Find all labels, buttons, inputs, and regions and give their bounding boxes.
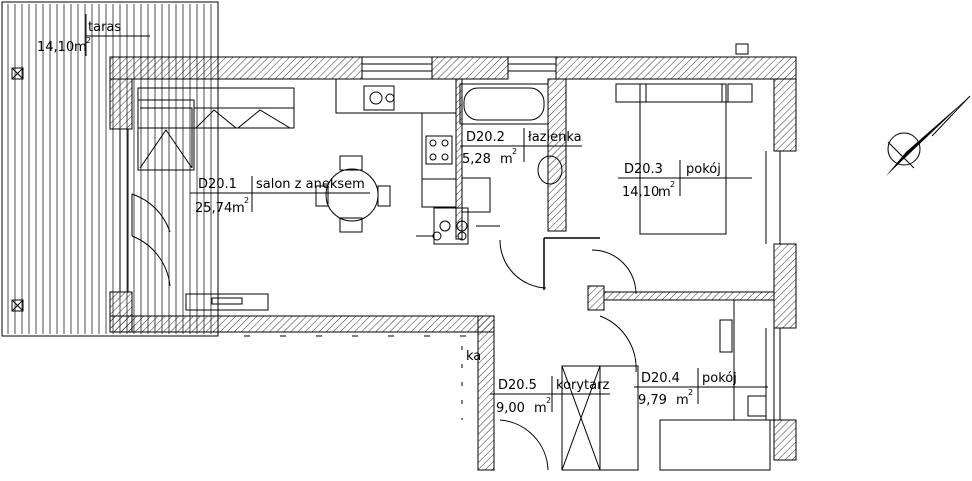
room-name: taras [88, 20, 121, 35]
room-area: 14,10 [37, 40, 74, 55]
room-label-d20-1: D20.1 salon z aneksem 25,74 m 2 [190, 176, 370, 216]
room-area: 5,28 [462, 152, 491, 167]
terrace [1, 1, 219, 337]
room-code: D20.3 [624, 162, 663, 177]
room-code: D20.1 [198, 177, 237, 192]
room-unit-exp: 2 [512, 147, 517, 156]
doors [131, 193, 637, 471]
room-name: salon z aneksem [256, 177, 365, 192]
room-code: D20.2 [466, 130, 505, 145]
north-arrow-icon [886, 95, 971, 176]
room-unit-exp: 2 [688, 388, 693, 397]
windows [119, 63, 781, 420]
room-unit-exp: 2 [670, 180, 675, 189]
room-area: 25,74 [195, 201, 232, 216]
room-name: korytarz [556, 378, 609, 393]
room-label-d20-4: D20.4 pokój 9,79 m 2 [634, 368, 768, 408]
room-code: D20.4 [641, 371, 680, 386]
room-unit-exp: 2 [244, 196, 249, 205]
terrace-decking [7, 4, 212, 334]
room-unit: m [676, 393, 689, 408]
room-unit-exp: 2 [86, 36, 91, 45]
room-label-d20-2: D20.2 łazienka 5,28 m 2 [460, 128, 582, 167]
room-code: D20.5 [498, 378, 537, 393]
room-area: 14,10 [622, 185, 659, 200]
room-area: 9,00 [496, 401, 525, 416]
walls [109, 43, 797, 471]
room-unit: m [658, 185, 671, 200]
room-name: pokój [686, 162, 721, 177]
room-label-taras: taras 14,10 m 2 [37, 20, 121, 55]
room-unit: m [534, 401, 547, 416]
furniture [100, 78, 775, 471]
room-unit: m [74, 40, 87, 55]
room-unit: m [232, 201, 245, 216]
room-label-d20-3: D20.3 pokój 14,10 m 2 [618, 160, 752, 200]
room-label-d20-5: D20.5 korytarz 9,00 m 2 [490, 376, 610, 416]
room-unit-exp: 2 [546, 396, 551, 405]
room-unit: m [500, 152, 513, 167]
room-name: pokój [702, 371, 737, 386]
fragment-label: ka [466, 349, 481, 364]
room-area: 9,79 [638, 393, 667, 408]
room-name: łazienka [528, 130, 582, 145]
